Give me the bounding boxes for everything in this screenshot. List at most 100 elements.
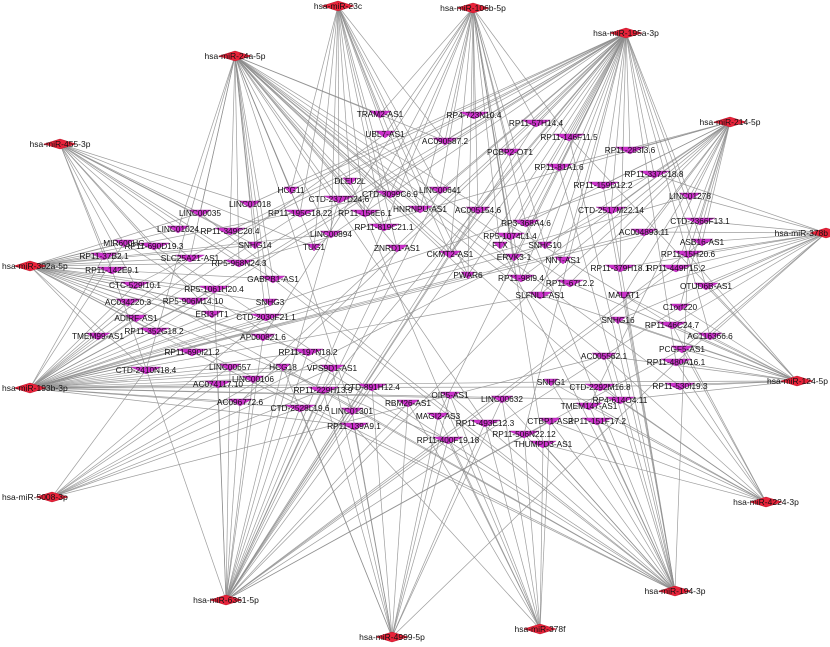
lncrna-node[interactable]: RP11-146F11.5 — [540, 132, 598, 142]
lncrna-node[interactable]: MIR600HG — [103, 238, 145, 248]
lncrna-node[interactable]: RP11-480A16.1 — [647, 357, 706, 367]
lncrna-node[interactable]: GABPB1-AS1 — [247, 274, 299, 284]
lncrna-node[interactable]: CTD-2366F13.1 — [670, 216, 730, 226]
lncrna-node[interactable]: LINC01301 — [331, 406, 373, 416]
lncrna-node[interactable]: RP11-67L2.2 — [546, 278, 595, 288]
lncrna-node[interactable]: AC074117.10 — [193, 379, 244, 389]
lncrna-node[interactable]: RP11-506N22.12 — [492, 429, 556, 439]
lncrna-node[interactable]: TRAM2-AS1 — [357, 109, 404, 119]
lncrna-node[interactable]: PCGF5-AS1 — [659, 344, 705, 354]
lncrna-node[interactable]: RP11-151F17.2 — [568, 416, 626, 426]
lncrna-node[interactable]: CTBP1-AS2 — [527, 416, 573, 426]
lncrna-node[interactable]: LINC01024 — [157, 224, 199, 234]
lncrna-node[interactable]: AC034220.3 — [105, 297, 152, 307]
lncrna-node[interactable]: LINC00106 — [232, 374, 274, 384]
mirna-node[interactable]: hsa-miR-5008-3p — [2, 491, 69, 503]
lncrna-node[interactable]: OIP5-AS1 — [431, 390, 469, 400]
lncrna-node[interactable]: MALAT1 — [608, 290, 640, 300]
lncrna-node[interactable]: RP11-15H20.6 — [661, 249, 716, 259]
lncrna-node[interactable]: OTUD6B-AS1 — [680, 281, 732, 291]
lncrna-node[interactable]: CTD-2528L19.6 — [270, 403, 329, 413]
lncrna-node[interactable]: HNRNPU-AS1 — [393, 204, 447, 214]
lncrna-node[interactable]: RP11-352G18.2 — [124, 326, 184, 336]
lncrna-node[interactable]: CTD-2410N18.4 — [116, 365, 177, 375]
lncrna-node[interactable]: RP11-98I9.4 — [498, 273, 544, 283]
lncrna-node[interactable]: CTC-529I10.1 — [109, 280, 161, 290]
lncrna-node[interactable]: LINC00657 — [209, 362, 251, 372]
lncrna-node[interactable]: RP11-690I21.2 — [164, 347, 220, 357]
lncrna-node[interactable]: RP11-57H14.4 — [509, 118, 564, 128]
lncrna-node[interactable]: RP5-1061H20.4 — [184, 284, 244, 294]
lncrna-node[interactable]: DLEU2L — [334, 176, 366, 186]
lncrna-node[interactable]: ZNRD1-AS1 — [374, 243, 420, 253]
lncrna-node[interactable]: HCG11 — [277, 185, 304, 195]
lncrna-node[interactable]: LINC00641 — [419, 185, 461, 195]
lncrna-node[interactable]: LINC01018 — [229, 199, 271, 209]
lncrna-node[interactable]: RP11-159D12.2 — [574, 180, 633, 190]
lncrna-node[interactable]: RP5-1074L1.4 — [483, 231, 537, 241]
lncrna-node[interactable]: CTD-2517M22.14 — [578, 205, 644, 215]
lncrna-node[interactable]: CTD-2030F21.1 — [236, 312, 296, 322]
lncrna-node[interactable]: ERVK3-1 — [497, 252, 532, 262]
lncrna-node[interactable]: RP11-379H18.1 — [591, 263, 650, 273]
lncrna-node[interactable]: CKMT2-AS1 — [427, 249, 474, 259]
mirna-node[interactable]: hsa-miR-193b-3p — [2, 382, 68, 394]
lncrna-node[interactable]: VPS9D1-AS1 — [307, 363, 358, 373]
lncrna-node[interactable]: RP11-337C18.8 — [625, 169, 684, 179]
mirna-node[interactable]: hsa-miR-214-5p — [700, 116, 761, 128]
lncrna-node[interactable]: MAGI2-AS3 — [416, 411, 461, 421]
lncrna-node[interactable]: RP11-156E6.1 — [338, 208, 392, 218]
lncrna-node[interactable]: CTD-3099C6.9 — [362, 189, 418, 199]
lncrna-node[interactable]: RP11-690D19.3 — [125, 241, 184, 251]
lncrna-node[interactable]: AP000821.6 — [240, 332, 286, 342]
lncrna-node[interactable]: RP11-530I19.3 — [652, 381, 708, 391]
lncrna-node[interactable]: RP11-197N18.2 — [279, 347, 338, 357]
lncrna-node[interactable]: SNHG14 — [238, 240, 272, 250]
lncrna-node[interactable]: CTD-2377D24.6 — [309, 194, 370, 204]
lncrna-node[interactable]: ADIRF-AS1 — [114, 313, 158, 323]
mirna-node[interactable]: hsa-miR-24a-5p — [205, 50, 266, 62]
lncrna-node[interactable]: SLC25A21-AS1 — [161, 253, 220, 263]
lncrna-node[interactable]: RP11-400F19.18 — [417, 435, 480, 445]
lncrna-node[interactable]: AC090587.2 — [422, 136, 469, 146]
mirna-node[interactable]: hsa-miR-23c — [314, 0, 363, 12]
lncrna-node[interactable]: RP11-195G18.22 — [268, 208, 332, 218]
lncrna-node[interactable]: RP11-142E9.1 — [85, 265, 139, 275]
lncrna-node[interactable]: RP5-906M14.10 — [163, 296, 224, 306]
lncrna-node[interactable]: AC116366.6 — [687, 331, 733, 341]
mirna-node[interactable]: hsa-miR-378b — [775, 227, 830, 239]
lncrna-node[interactable]: LINC01278 — [669, 191, 711, 201]
lncrna-node[interactable]: SNHG1 — [537, 377, 566, 387]
lncrna-node[interactable]: FTX — [492, 240, 508, 250]
lncrna-node[interactable]: RP11-349C20.4 — [201, 226, 260, 236]
mirna-node[interactable]: hsa-miR-4224-3p — [733, 496, 799, 508]
lncrna-node[interactable]: LINC00632 — [481, 394, 523, 404]
lncrna-node[interactable]: SNHG3 — [256, 297, 285, 307]
lncrna-node[interactable]: LINC00035 — [179, 208, 221, 218]
lncrna-node[interactable]: ERI3-IT1 — [195, 309, 229, 319]
lncrna-node[interactable]: RP11-493E12.3 — [456, 418, 515, 428]
lncrna-node[interactable]: LINC00894 — [310, 229, 352, 239]
lncrna-node[interactable]: RP11-283I3.6 — [605, 145, 656, 155]
mirna-node[interactable]: hsa-miR-195a-3p — [593, 27, 659, 39]
lncrna-node[interactable]: RP11-139A9.1 — [327, 421, 381, 431]
lncrna-node[interactable]: CTD-891H12.4 — [344, 382, 400, 392]
lncrna-node[interactable]: ASB16-AS1 — [680, 237, 725, 247]
lncrna-node[interactable]: TMEM147-AS1 — [561, 401, 618, 411]
lncrna-node[interactable]: PWAR6 — [453, 270, 483, 280]
lncrna-node[interactable]: RP11-449P15.2 — [647, 263, 706, 273]
lncrna-node[interactable]: CTD-2292M16.8 — [569, 382, 631, 392]
lncrna-node[interactable]: PCBP2-OT1 — [487, 147, 533, 157]
mirna-node[interactable]: hsa-miR-106b-5p — [440, 2, 506, 14]
lncrna-node[interactable]: RP4-723N10.4 — [447, 110, 502, 120]
lncrna-node[interactable]: THUMPD3-AS1 — [514, 439, 573, 449]
lncrna-node[interactable]: RBM26-AS1 — [385, 398, 431, 408]
lncrna-node[interactable]: AC005154.6 — [455, 205, 502, 215]
lncrna-node[interactable]: AC004893.11 — [619, 227, 670, 237]
mirna-node[interactable]: hsa-miR-124-5p — [767, 375, 828, 387]
lncrna-node[interactable]: RP5-968N24.3 — [212, 258, 267, 268]
lncrna-node[interactable]: RP11-81A1.6 — [534, 162, 584, 172]
lncrna-node[interactable]: AC096772.6 — [217, 397, 264, 407]
lncrna-node[interactable]: RP3-368A4.6 — [501, 218, 551, 228]
lncrna-node[interactable]: RP11-819C21.1 — [355, 222, 414, 232]
